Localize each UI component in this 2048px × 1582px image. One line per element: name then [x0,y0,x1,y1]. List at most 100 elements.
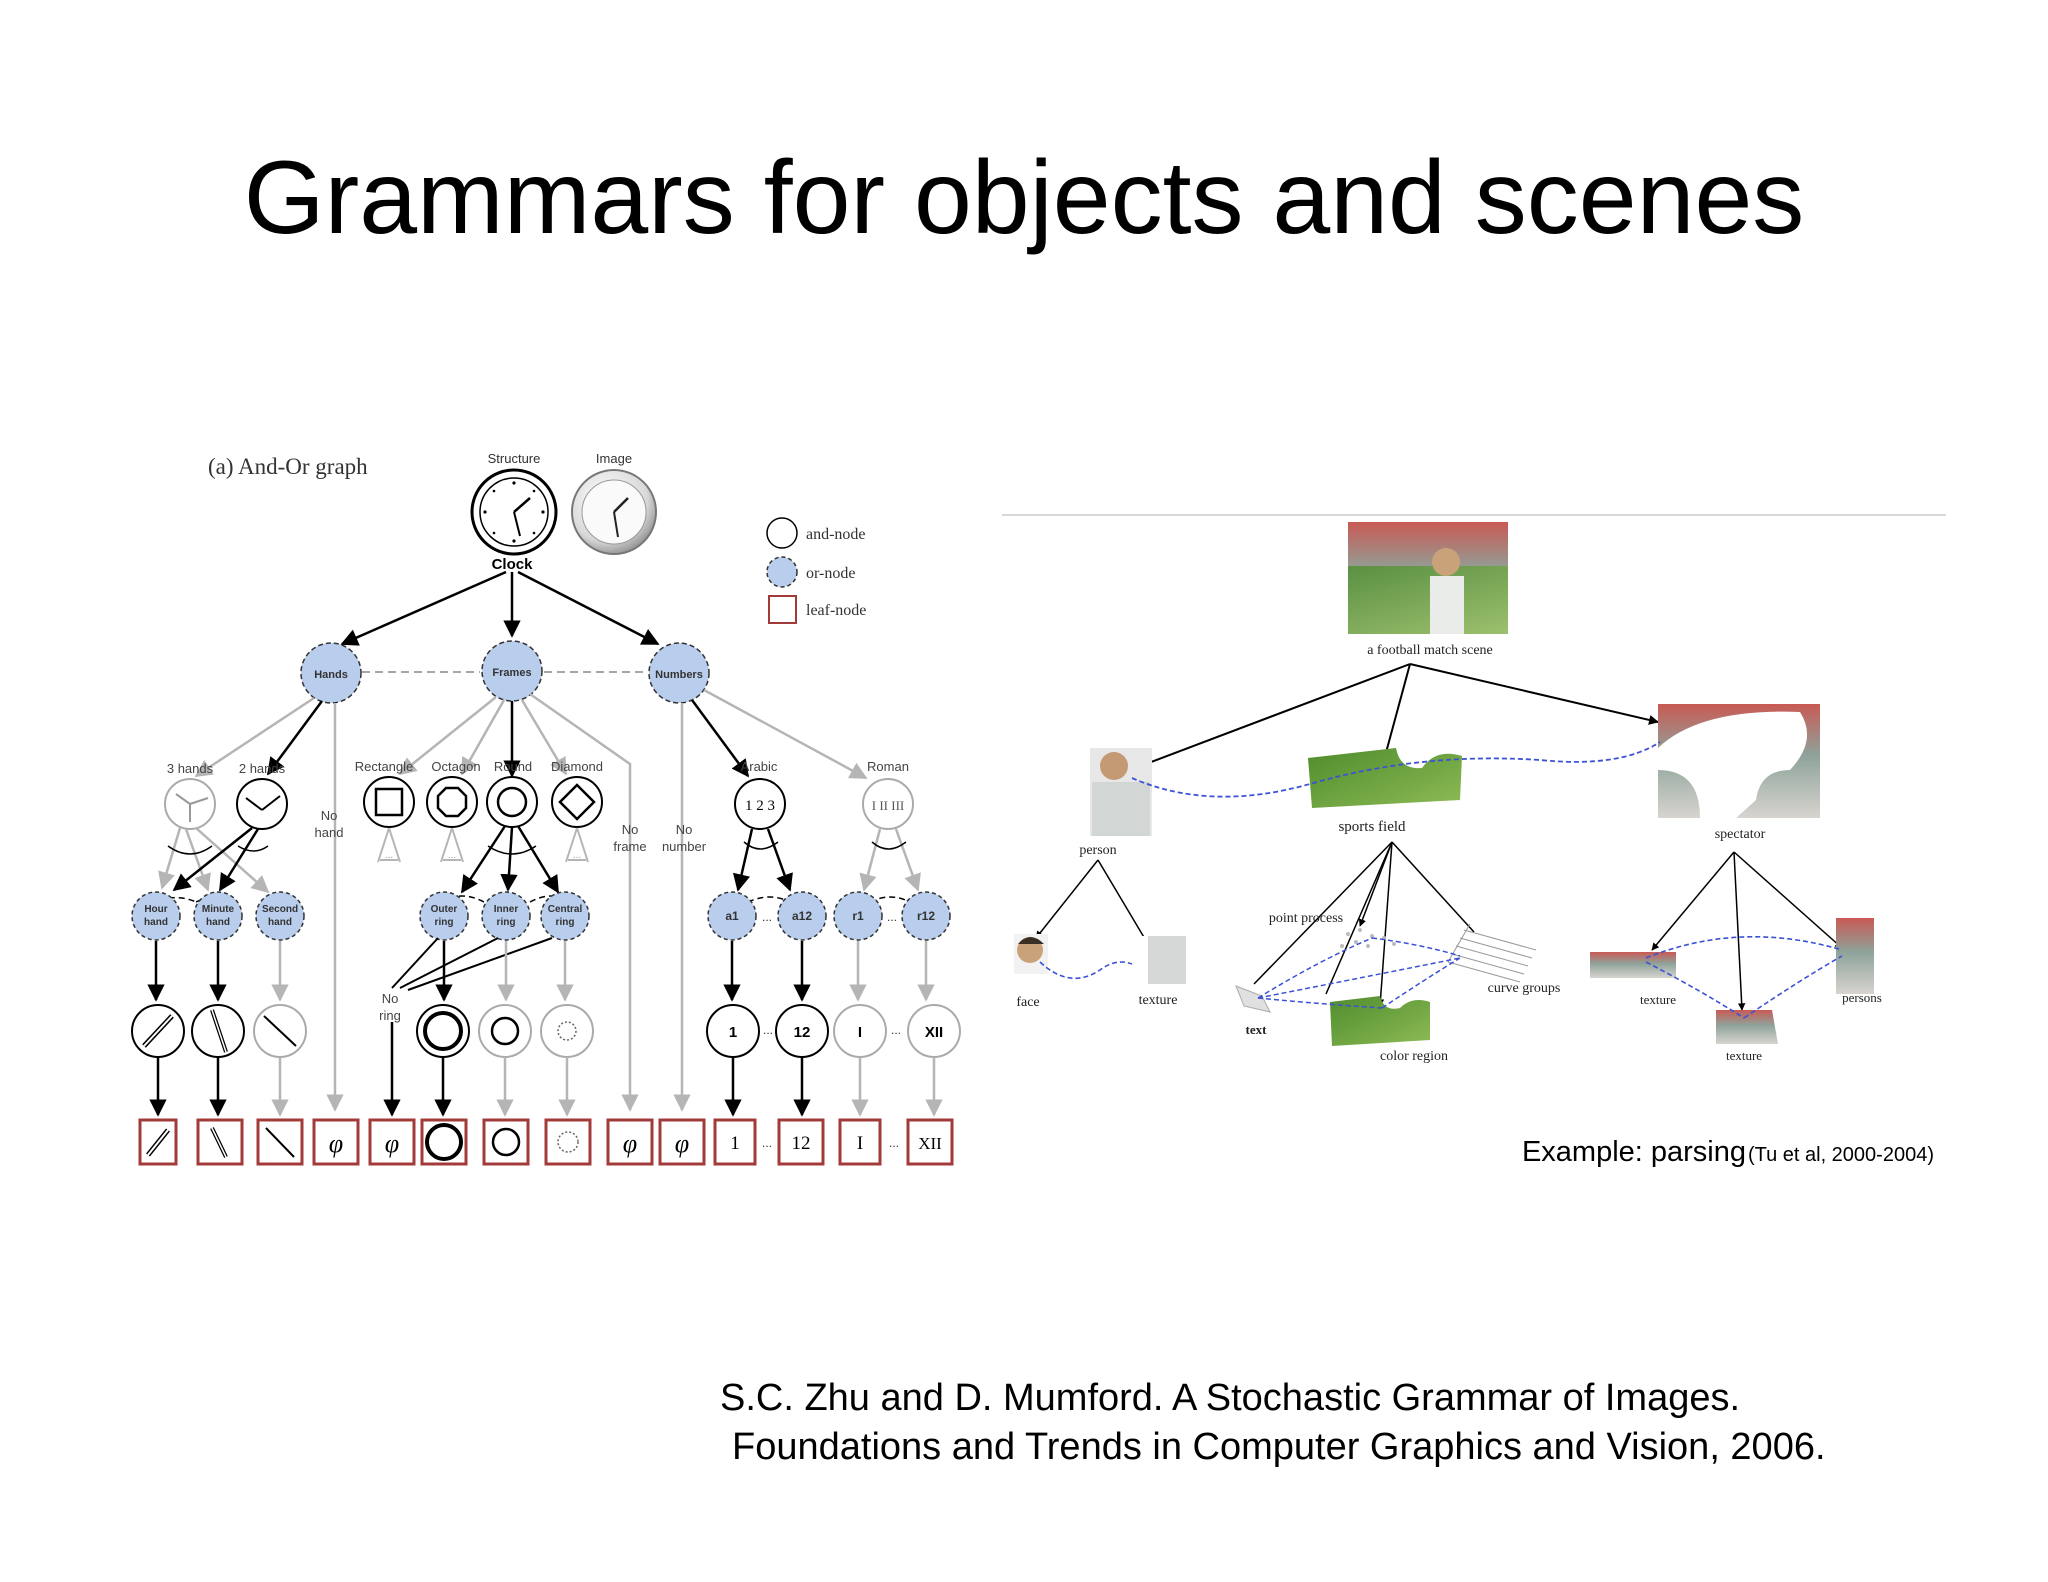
curve-groups-pattern [1447,923,1537,983]
and-node-legend-icon [766,517,798,549]
or-node-r12: r12 [901,891,951,941]
leaf-12-text: 12 [792,1133,811,1154]
leaf-phi-text-3: φ [623,1129,637,1158]
persons-label: persons [1842,990,1882,1005]
svg-text:I: I [858,1024,862,1041]
legend-or-label: or-node [806,565,855,582]
person-label: person [1079,843,1116,858]
leaf-central-ring [544,1118,592,1166]
color-region-label: color region [1380,1049,1448,1064]
terminal-central-ring [540,1004,594,1058]
svg-text:Minute: Minute [202,904,235,915]
clock-root-label: Clock [492,556,534,573]
slide-title: Grammars for objects and scenes [243,140,1805,256]
example-reference: (Tu et al, 2000-2004) [1748,1144,1934,1166]
curve-groups-label: curve groups [1488,981,1561,996]
citation-line-1: S.C. Zhu and D. Mumford. A Stochastic Gr… [720,1377,1741,1419]
color-region-patch [1330,996,1430,1046]
or-node-r1: r1 [833,891,883,941]
and-node-roman: I II III [862,778,914,830]
or-node-minute-hand: Minute hand [193,891,243,941]
svg-text:...: ... [889,1136,899,1150]
svg-text:...: ... [891,1023,901,1037]
example-parsing-label: Example: parsing [1522,1136,1746,1168]
leaf-phi-text-1: φ [329,1129,343,1158]
sports-field-region [1308,748,1462,808]
leaf-node-legend-icon [768,595,797,624]
svg-text:XII: XII [925,1024,943,1041]
and-node-round [486,776,538,828]
svg-text:a1: a1 [725,909,739,923]
terminal-inner-ring [478,1004,532,1058]
spectator-texture-bottom-label: texture [1726,1048,1762,1063]
no-ring-label-1: No [382,991,399,1006]
spectator-label: spectator [1715,827,1766,842]
svg-text:r1: r1 [852,909,864,923]
svg-text:hand: hand [206,917,230,928]
leaf-outer-ring [420,1118,468,1166]
legend-and-label: and-node [806,526,866,543]
svg-text:...: ... [573,850,581,861]
or-node-a1: a1 [707,891,757,941]
and-node-diamond [551,776,603,828]
option-no-number-2: number [662,839,707,854]
leaf-phi-frame [606,1118,654,1166]
and-or-caption: (a) And-Or graph [208,454,368,479]
terminal-1: 1 [706,1004,760,1058]
or-node-hands: Hands [300,642,362,704]
football-scene-label: a football match scene [1367,643,1493,658]
svg-text:...: ... [887,910,897,924]
svg-text:Hands: Hands [314,669,348,681]
svg-text:I II III: I II III [872,798,904,813]
svg-text:hand: hand [268,917,292,928]
or-node-frames: Frames [481,640,543,702]
svg-text:ring: ring [435,917,454,928]
and-node-2-hands [236,778,288,830]
spectator-texture-bottom [1716,1010,1778,1044]
or-node-legend-icon [766,556,798,588]
no-ring-label-2: ring [379,1008,401,1023]
person-photo [1090,748,1152,836]
clock-structure-icon [470,468,558,556]
spectator-texture-left-label: texture [1640,992,1676,1007]
persons-photo [1836,918,1874,994]
point-process-pattern [1340,928,1396,948]
leaf-phi-text-4: φ [675,1129,689,1158]
and-node-3-hands [164,778,216,830]
image-label: Image [596,451,632,466]
legend-leaf-label: leaf-node [806,602,866,619]
svg-text:12: 12 [794,1024,811,1041]
terminal-roman-1: I [833,1004,887,1058]
option-no-number-1: No [676,822,693,837]
or-node-numbers: Numbers [648,642,710,704]
option-no-frame-1: No [622,822,639,837]
text-patch [1235,985,1271,1013]
terminal-roman-12: XII [907,1004,961,1058]
leaf-1-text: 1 [730,1133,740,1154]
option-round: Round [494,759,532,774]
and-node-rectangle [363,776,415,828]
point-process-label: point process [1269,911,1343,926]
terminal-outer-ring [416,1004,470,1058]
svg-text:...: ... [448,850,456,861]
terminal-hour-hand [131,1004,185,1058]
svg-text:Central: Central [548,904,583,915]
svg-text:a12: a12 [792,909,812,923]
leaf-roman-1 [838,1118,882,1166]
citation-line-2: Foundations and Trends in Computer Graph… [732,1426,1826,1468]
leaf-12 [777,1118,825,1166]
svg-text:r12: r12 [917,909,935,923]
face-photo [1014,934,1048,974]
person-texture-label: texture [1139,993,1178,1008]
face-label: face [1016,995,1039,1010]
text-label: text [1246,1022,1268,1037]
option-no-hand-1: No [321,808,338,823]
leaf-inner-ring [482,1118,530,1166]
and-node-arabic: 1 2 3 [734,778,786,830]
svg-text:ring: ring [556,917,575,928]
and-or-graph: (a) And-Or graph Structure Image Clock a… [131,451,961,1166]
parse-graph: a football match scene person sports fie… [1002,514,1946,1168]
or-node-central-ring: Central ring [540,891,590,941]
